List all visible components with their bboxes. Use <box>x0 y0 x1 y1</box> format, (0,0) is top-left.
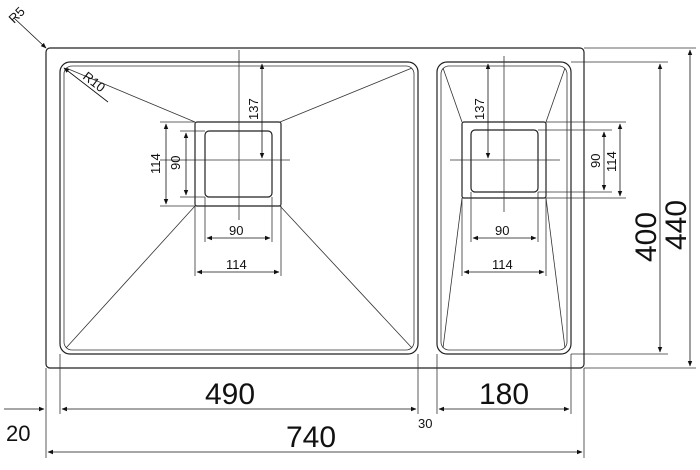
small-inner-w-label: 90 <box>495 223 509 238</box>
main-inner-h-label: 90 <box>168 156 183 170</box>
left-offset-label: 20 <box>6 421 30 446</box>
total-height-label: 440 <box>660 200 693 250</box>
small-depth-label: 137 <box>472 98 487 120</box>
r10-leader <box>63 67 109 103</box>
main-inner-w-label: 90 <box>229 223 243 238</box>
r5-leader <box>13 17 47 49</box>
small-drain <box>450 56 560 212</box>
small-outer-h-label: 114 <box>604 151 619 172</box>
small-inner-h-label: 90 <box>588 154 603 168</box>
main-depth-label: 137 <box>246 98 261 120</box>
main-outer-h-label: 114 <box>148 153 163 174</box>
r10-label: R10 <box>80 69 108 96</box>
gap-label: 30 <box>418 416 432 431</box>
r5-label: R5 <box>6 4 28 26</box>
bowl-height-label: 400 <box>630 212 663 262</box>
sink-outline <box>45 47 585 369</box>
main-drain <box>160 50 290 220</box>
small-outer-w-label: 114 <box>492 257 513 272</box>
small-bowl <box>436 61 572 355</box>
bowl-width-main-label: 490 <box>205 378 255 411</box>
bowl-width-small-label: 180 <box>479 378 529 411</box>
total-width-label: 740 <box>286 421 336 454</box>
main-outer-w-label: 114 <box>226 257 247 272</box>
